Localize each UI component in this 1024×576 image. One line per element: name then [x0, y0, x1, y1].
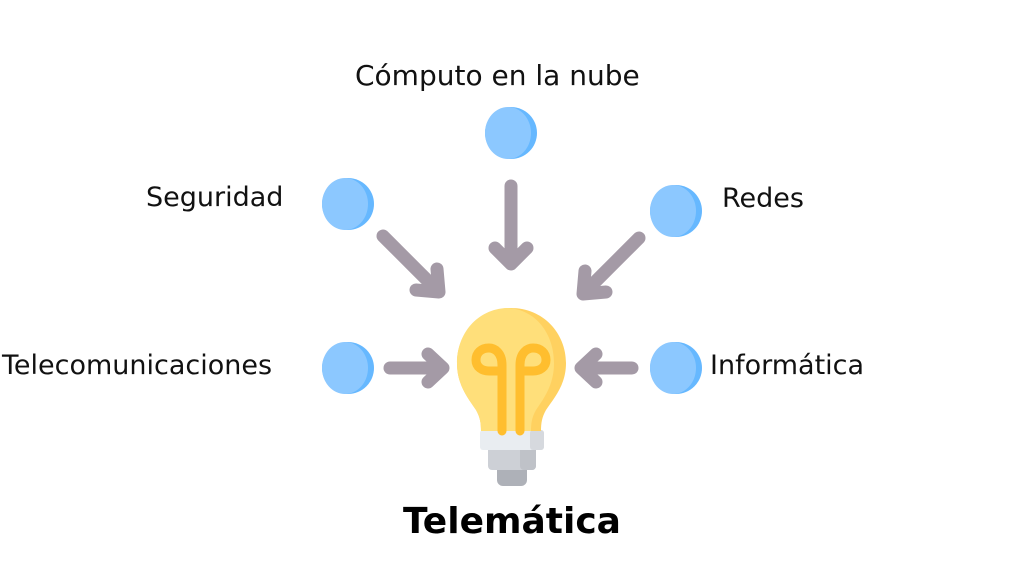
- arrow-from-informatica: [574, 347, 639, 389]
- node-redes-circle: [650, 185, 702, 237]
- node-telecom-circle: [322, 342, 374, 394]
- node-computo-label: Cómputo en la nube: [355, 59, 640, 92]
- lightbulb-icon: [457, 308, 566, 486]
- arrow-from-computo: [488, 179, 534, 271]
- arrow-from-seguridad: [376, 229, 446, 299]
- node-informatica-label: Informática: [710, 350, 865, 381]
- node-seguridad-circle: [322, 178, 374, 230]
- node-computo-circle: [485, 107, 537, 159]
- node-informatica-circle: [650, 342, 702, 394]
- center-title: Telemática: [403, 501, 621, 542]
- arrow-from-telecom: [383, 347, 450, 389]
- node-telecom-label: Telecomunicaciones: [2, 350, 273, 381]
- arrow-from-redes: [576, 231, 646, 301]
- arrows: [376, 179, 646, 389]
- node-redes-label: Redes: [722, 183, 804, 214]
- node-seguridad-label: Seguridad: [146, 182, 284, 213]
